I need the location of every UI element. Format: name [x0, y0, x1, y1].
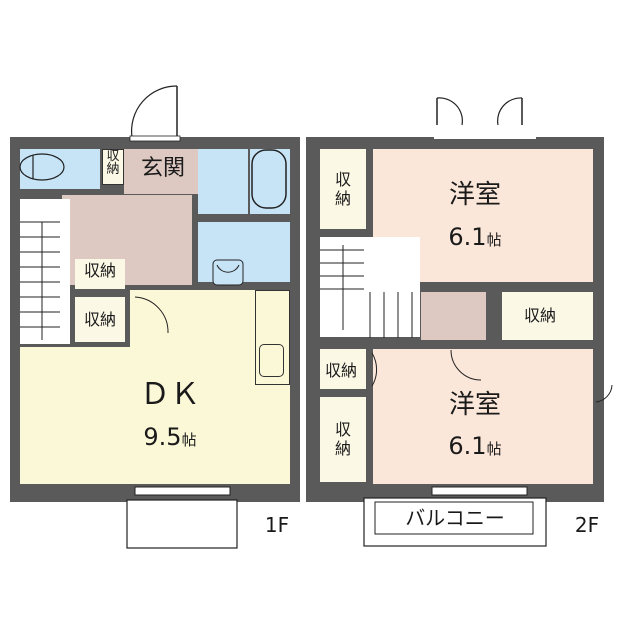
room-storage-entrance	[102, 149, 124, 185]
label-storage-sw-lower: 収 納	[334, 420, 351, 459]
label-western-south-area: 6.1帖	[448, 432, 502, 460]
sink-icon	[259, 344, 284, 377]
room-storage-sw-upper	[320, 349, 366, 389]
label-1f: 1F	[264, 513, 290, 537]
room-storage-1	[75, 259, 125, 289]
label-2f: 2F	[574, 513, 600, 537]
kitchen-counter	[255, 290, 290, 385]
label-entrance: 玄関	[140, 156, 185, 181]
label-dk: ＤＫ	[140, 377, 200, 412]
label-balcony: バルコニー	[405, 506, 505, 530]
floor-1f	[10, 137, 300, 502]
toilet-icon	[19, 153, 65, 181]
label-western-south: 洋室	[448, 390, 501, 420]
porch	[126, 499, 238, 549]
room-entrance	[124, 149, 200, 194]
label-storage-2: 収納	[83, 310, 116, 329]
room-western-south	[373, 349, 593, 484]
label-storage-1: 収納	[83, 261, 116, 280]
label-western-north-area: 6.1帖	[448, 223, 502, 251]
room-dk-main	[20, 347, 290, 484]
label-storage-nw: 収 納	[334, 170, 351, 209]
label-storage-sw-upper: 収納	[324, 361, 357, 380]
room-storage-center	[502, 292, 593, 340]
room-storage-sw-lower	[320, 397, 366, 482]
room-washroom	[198, 149, 248, 214]
label-storage-center: 収納	[523, 306, 556, 325]
label-storage-entrance: 収 納	[106, 149, 120, 177]
bathtub-icon	[251, 149, 287, 209]
label-dk-area: 9.5帖	[143, 423, 197, 451]
label-western-north: 洋室	[448, 180, 501, 210]
room-storage-nw	[320, 149, 366, 229]
room-hall-2f	[421, 292, 486, 340]
floor-2f	[306, 137, 604, 502]
stairs-1f	[20, 199, 70, 344]
room-storage-2	[75, 297, 125, 342]
